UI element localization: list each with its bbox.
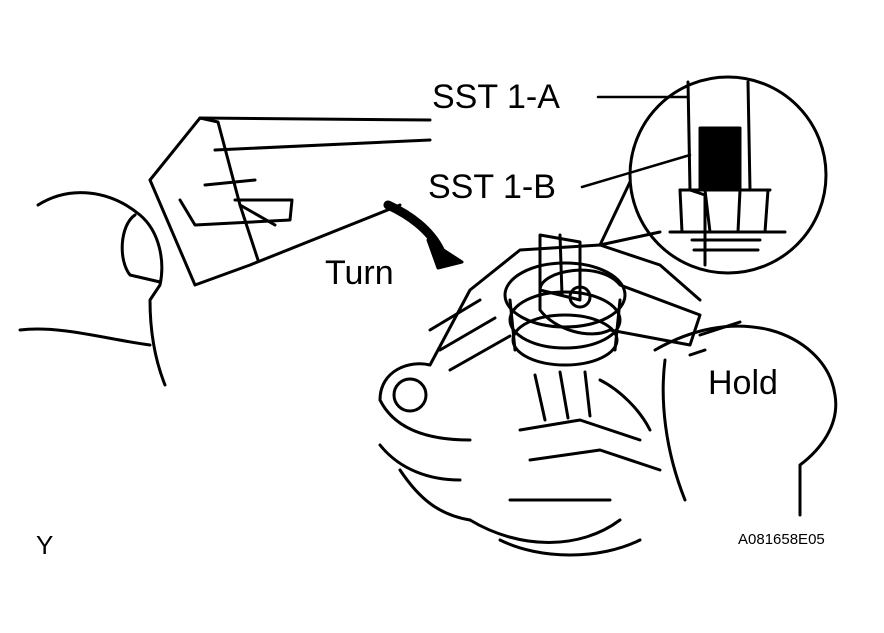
alternator-body <box>378 243 702 557</box>
left-hand-drawing <box>18 191 167 387</box>
curved-arrow-head <box>426 238 464 270</box>
square-drive-shaft <box>538 233 582 302</box>
sst-1b-label: SST 1-B <box>428 168 556 206</box>
zoom-detail-circle <box>598 75 828 275</box>
sst-wrench-handle <box>148 116 432 287</box>
figure-code: A081658E05 <box>738 531 825 548</box>
corner-mark: Y <box>36 530 54 560</box>
sst-1b-leader <box>580 153 692 189</box>
right-hand-drawing <box>653 320 838 517</box>
turn-label: Turn <box>325 254 394 292</box>
hold-label: Hold <box>708 364 778 402</box>
pulley <box>503 261 627 367</box>
sst-1a-label: SST 1-A <box>432 78 560 116</box>
holding-wrench <box>538 268 702 347</box>
